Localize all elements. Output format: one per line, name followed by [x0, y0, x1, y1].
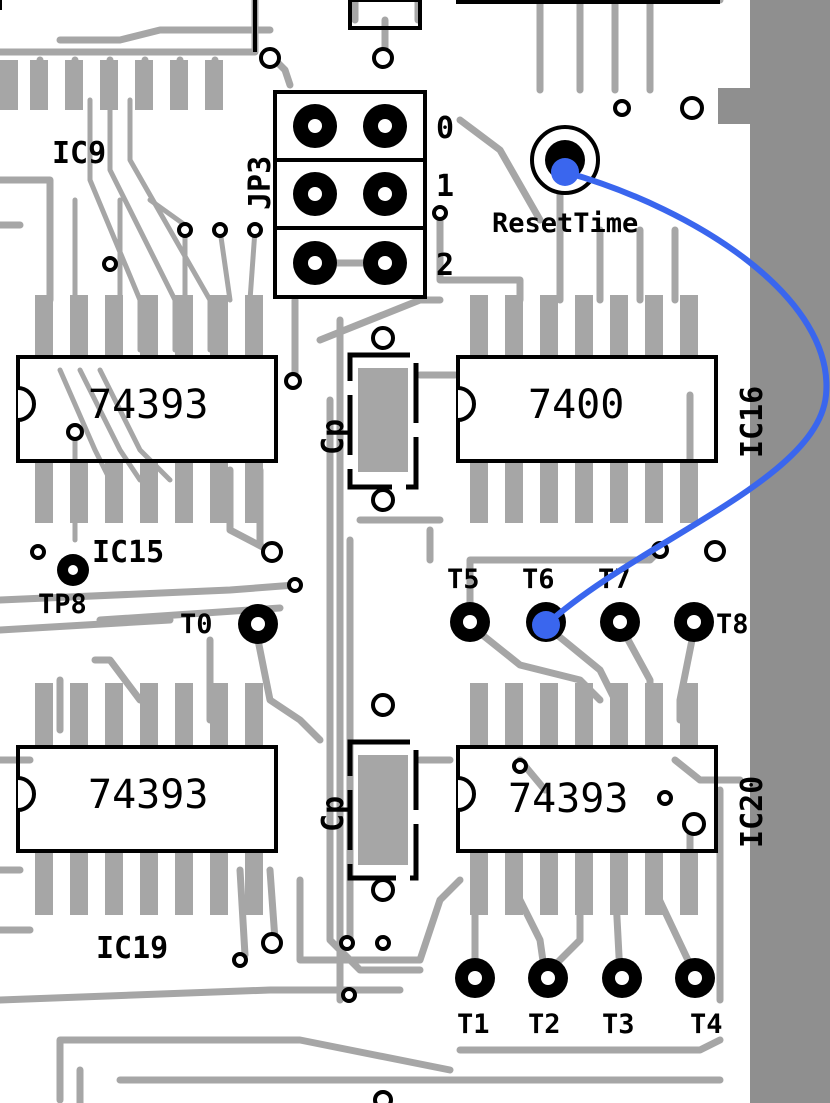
test-point-t8: T8 [674, 602, 749, 642]
ic15-part-number: 74393 [88, 382, 208, 428]
test-point-tp8: TP8 [38, 554, 89, 620]
ic-pin-strips [0, 60, 698, 915]
jp3-label: JP3 [243, 156, 278, 210]
cp-upper-label: Cp [316, 419, 351, 455]
t3-label: T3 [602, 1009, 635, 1040]
jp3-jumper: JP3 0 1 2 [243, 90, 454, 299]
cp-lower-label: Cp [316, 796, 351, 832]
ic16-package: 7400 IC16 [456, 355, 770, 463]
test-point-t4: T4 [675, 958, 723, 1040]
ic20-package: 74393 IC20 [456, 745, 770, 853]
test-point-t5: T5 [447, 564, 490, 642]
edge-connector-tab [718, 88, 758, 124]
ic9-package: IC9 [0, 0, 720, 171]
t8-label: T8 [716, 609, 749, 640]
ic20-part-number: 74393 [508, 776, 628, 822]
cp-lower-capacitor: Cp [316, 693, 419, 902]
vias [30, 47, 726, 1103]
test-point-t3: T3 [602, 958, 642, 1040]
jumper-wire-reset-to-t6 [532, 158, 830, 639]
jp3-position-1: 1 [436, 169, 454, 204]
test-point-t1: T1 [455, 958, 495, 1040]
ic15-package: 74393 IC15 [16, 355, 278, 570]
test-point-t0: T0 [180, 604, 278, 644]
ic15-label: IC15 [92, 535, 164, 570]
ic16-part-number: 7400 [528, 382, 624, 428]
jp3-position-0: 0 [436, 111, 454, 146]
tp8-label: TP8 [38, 589, 87, 620]
ic19-package: 74393 IC19 [16, 745, 278, 966]
t5-label: T5 [447, 564, 480, 595]
t1-label: T1 [457, 1009, 490, 1040]
t2-label: T2 [528, 1009, 561, 1040]
ic16-label: IC16 [735, 386, 770, 458]
board-edge-strip [750, 0, 830, 1103]
cp-upper-capacitor: Cp [316, 326, 419, 512]
ic20-label: IC20 [735, 776, 770, 848]
ic19-part-number: 74393 [88, 772, 208, 818]
t6-label: T6 [522, 564, 555, 595]
jp3-pin-pads [293, 104, 407, 285]
reset-time-label: ResetTime [492, 208, 638, 239]
test-point-t2: T2 [528, 958, 568, 1040]
jp3-position-2: 2 [436, 248, 454, 283]
ic9-label: IC9 [52, 136, 106, 171]
test-point-t7: T7 [598, 564, 640, 642]
ic19-label: IC19 [96, 931, 168, 966]
t4-label: T4 [690, 1009, 723, 1040]
t0-label: T0 [180, 609, 213, 640]
